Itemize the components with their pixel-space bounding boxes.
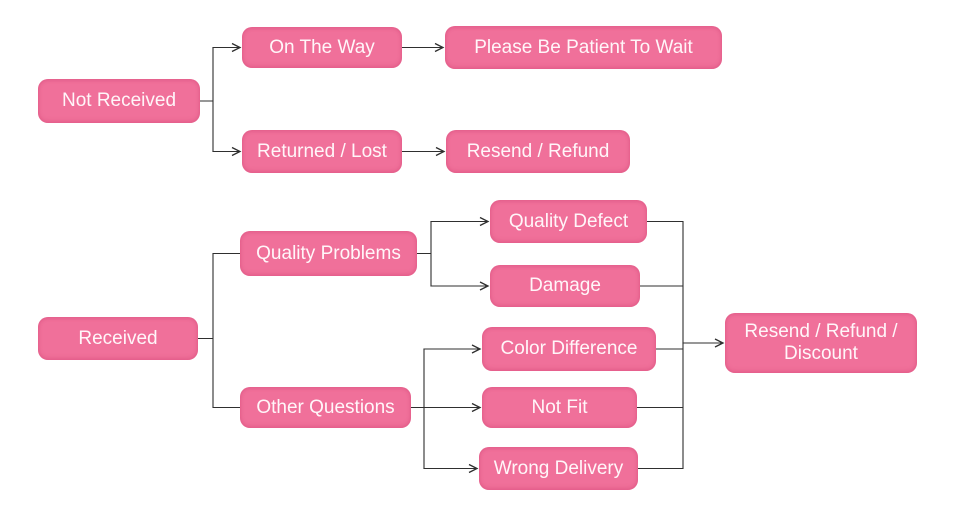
node-other-questions: Other Questions <box>240 387 411 428</box>
node-damage: Damage <box>490 265 640 307</box>
node-on-the-way: On The Way <box>242 27 402 68</box>
node-not-fit: Not Fit <box>482 387 637 428</box>
node-received: Received <box>38 317 198 360</box>
node-color-difference: Color Difference <box>482 327 656 371</box>
node-quality-defect: Quality Defect <box>490 200 647 243</box>
node-not-received: Not Received <box>38 79 200 123</box>
node-resend-refund-discount: Resend / Refund / Discount <box>725 313 917 373</box>
node-quality-problems: Quality Problems <box>240 231 417 276</box>
node-returned-lost: Returned / Lost <box>242 130 402 173</box>
node-wrong-delivery: Wrong Delivery <box>479 447 638 490</box>
node-please-be-patient: Please Be Patient To Wait <box>445 26 722 69</box>
node-resend-refund: Resend / Refund <box>446 130 630 173</box>
